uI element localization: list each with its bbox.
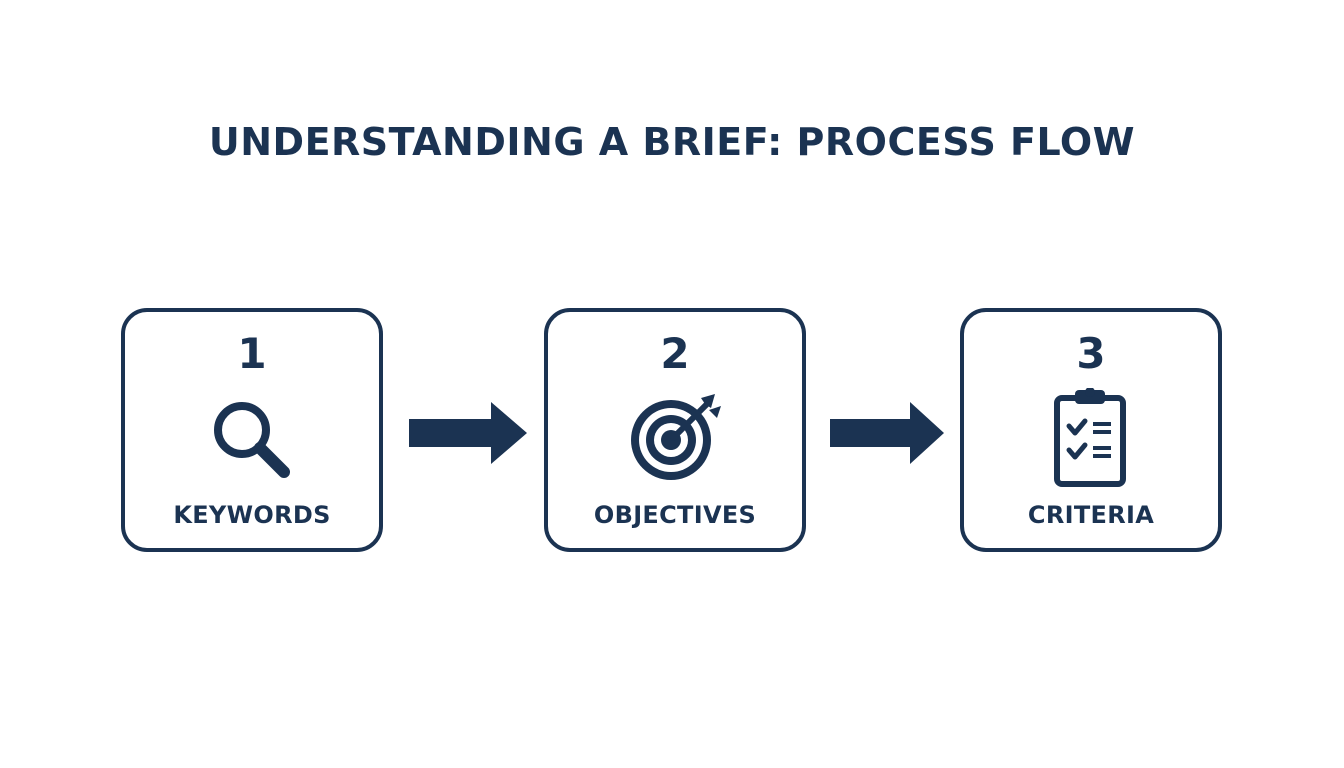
step-box-objectives: 2 OBJECTIVES [544,308,806,552]
step-number: 3 [1076,329,1106,378]
arrow-right-icon [830,400,950,466]
target-arrow-icon [625,388,725,488]
step-label: CRITERIA [1027,501,1155,529]
step-box-keywords: 1 KEYWORDS [121,308,383,552]
step-number: 1 [237,329,267,378]
step-number: 2 [660,329,690,378]
arrow-right-icon [409,400,529,466]
step-label: KEYWORDS [173,501,331,529]
diagram-title: UNDERSTANDING A BRIEF: PROCESS FLOW [208,120,1136,164]
step-label: OBJECTIVES [593,501,757,529]
magnifying-glass-icon [202,388,302,488]
step-box-criteria: 3 CRITERIA [960,308,1222,552]
clipboard-checklist-icon [1041,388,1141,488]
